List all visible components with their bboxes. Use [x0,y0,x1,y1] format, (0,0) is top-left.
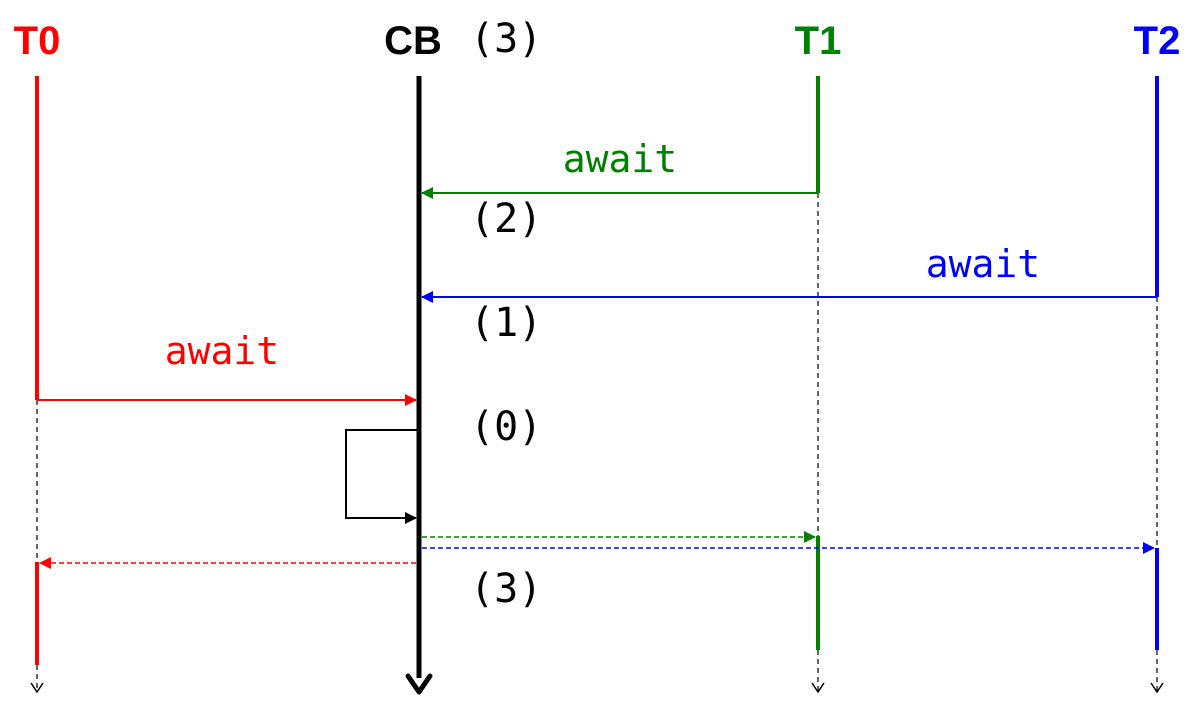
t0-await-label: await [165,329,279,373]
lane-title-t0: T0 [14,19,61,63]
count-reset: (3) [470,566,542,612]
count-after-t1: (2) [470,196,542,242]
cb-initial-count: (3) [470,16,542,62]
count-after-t0: (0) [470,404,542,450]
t2-await-label: await [926,242,1040,286]
cb-self-loop-arrow [345,429,419,524]
lane-title-t2: T2 [1134,19,1181,63]
count-after-t2: (1) [470,300,542,346]
t1-await-label: await [563,137,677,181]
cb-end-arrowhead [405,673,433,695]
lane-title-t1: T1 [795,19,842,63]
lane-title-cb: CB [384,19,442,63]
